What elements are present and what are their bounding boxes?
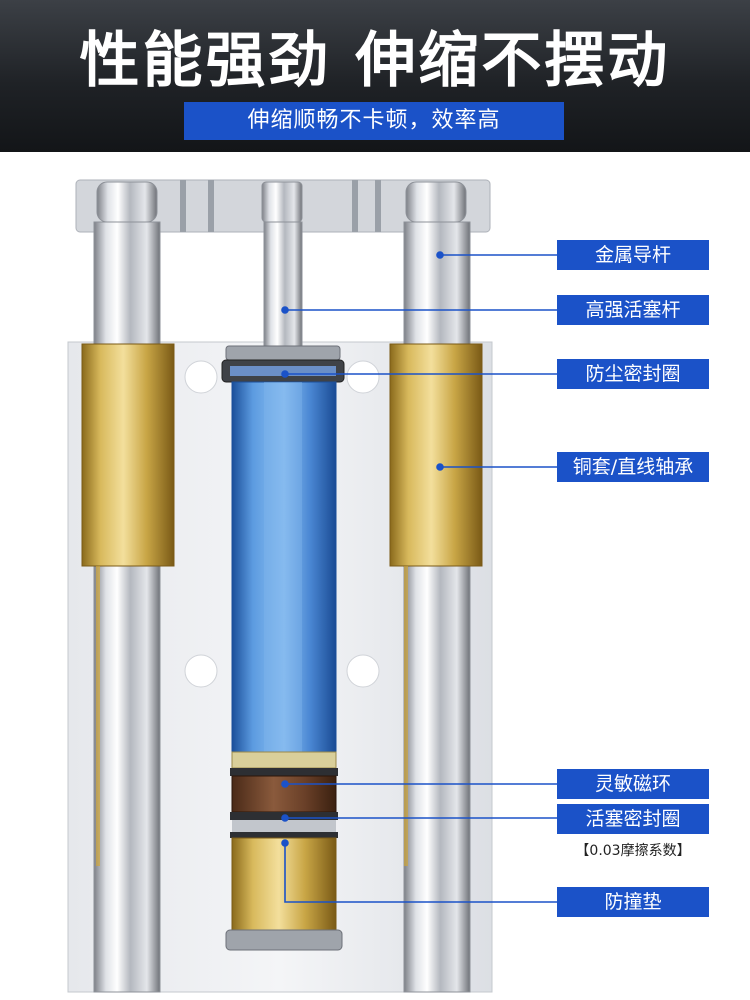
callout-magnetic-ring: 灵敏磁环 xyxy=(557,769,709,799)
callout-bumper: 防撞垫 xyxy=(557,887,709,917)
friction-note: 【0.03摩擦系数】 xyxy=(575,843,691,859)
callout-metal-guide-rod: 金属导杆 xyxy=(557,240,709,270)
cylinder-barrel xyxy=(231,381,337,753)
piston-rod xyxy=(261,181,303,353)
callout-bushing: 铜套/直线轴承 xyxy=(557,452,709,482)
callout-dust-seal: 防尘密封圈 xyxy=(557,359,709,389)
guide-rod-left xyxy=(81,181,175,993)
guide-rod-right xyxy=(389,181,483,993)
callout-leaders xyxy=(281,251,557,903)
page-title: 性能强劲 伸缩不摆动 xyxy=(79,26,671,96)
callout-piston-seal: 活塞密封圈 xyxy=(557,804,709,834)
bumper-pad xyxy=(225,837,343,951)
subtitle-badge: 伸缩顺畅不卡顿，效率高 xyxy=(184,102,564,140)
piston-assembly xyxy=(230,751,338,838)
header-banner: 性能强劲 伸缩不摆动 伸缩顺畅不卡顿，效率高 xyxy=(0,0,750,152)
callout-piston-rod: 高强活塞杆 xyxy=(557,295,709,325)
